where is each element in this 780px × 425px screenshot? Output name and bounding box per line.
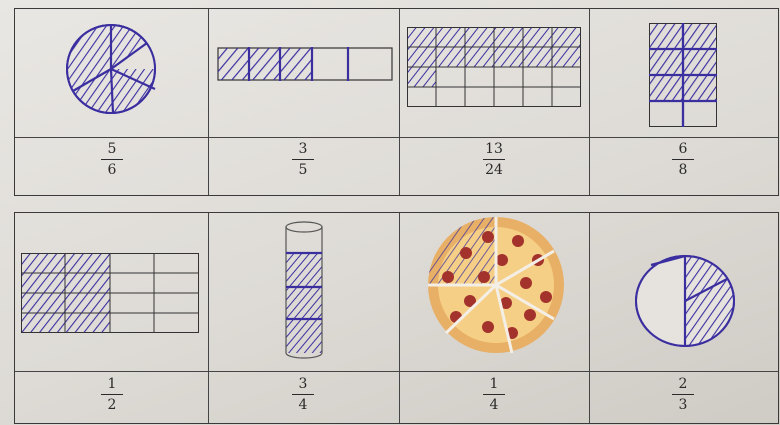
grid-diagram bbox=[649, 23, 717, 127]
denominator: 2 bbox=[108, 397, 117, 413]
numerator: 3 bbox=[299, 376, 308, 392]
circle-diagram bbox=[635, 251, 735, 347]
denominator: 4 bbox=[299, 397, 308, 413]
denominator: 5 bbox=[299, 162, 308, 178]
numerator: 1 bbox=[108, 376, 117, 392]
numerator: 2 bbox=[679, 376, 688, 392]
denominator: 24 bbox=[485, 162, 503, 178]
denominator: 3 bbox=[679, 397, 688, 413]
grid-diagram bbox=[407, 27, 581, 107]
numerator: 13 bbox=[485, 141, 503, 157]
pizza-diagram bbox=[426, 215, 566, 355]
bar-diagram bbox=[217, 47, 393, 81]
denominator: 8 bbox=[679, 162, 688, 178]
numerator: 3 bbox=[299, 141, 308, 157]
cylinder-diagram bbox=[283, 219, 325, 359]
denominator: 4 bbox=[490, 397, 499, 413]
circle-diagram bbox=[65, 23, 157, 115]
numerator: 1 bbox=[490, 376, 499, 392]
denominator: 6 bbox=[108, 162, 117, 178]
numerator: 6 bbox=[679, 141, 688, 157]
grid-diagram bbox=[21, 253, 199, 333]
numerator: 5 bbox=[108, 141, 117, 157]
